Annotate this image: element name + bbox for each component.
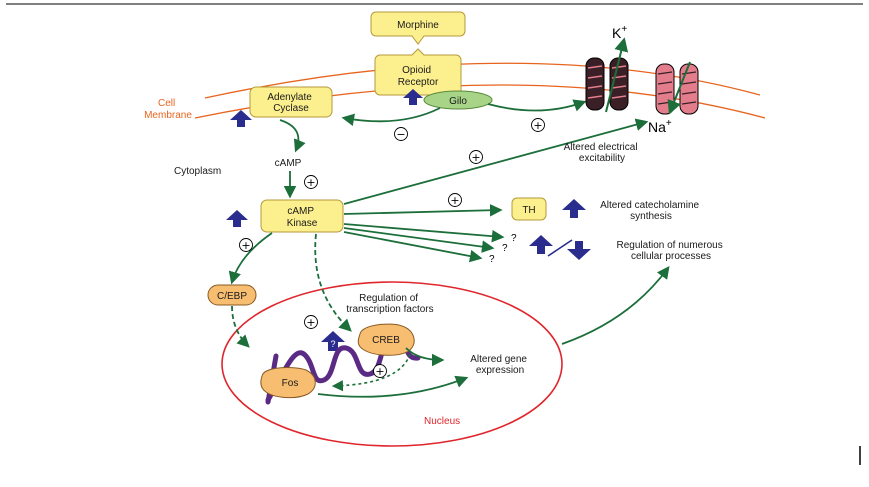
arrow-creb-to-fos-dashed	[331, 353, 411, 392]
plus-sign-creb-text: +	[306, 316, 315, 329]
cell-membrane-label: Cell Membrane	[144, 98, 192, 121]
na-channel	[655, 63, 699, 115]
up-arrow-receptor	[403, 89, 423, 105]
adenylate-cyclase-label: Adenylate Cyclase	[267, 92, 314, 114]
plus-sign-cebp	[239, 238, 253, 252]
down-arrow-regulation	[567, 241, 591, 260]
minus-sign-cyclase-text: −	[396, 128, 405, 141]
plus-sign-fos-text: +	[375, 365, 384, 378]
plus-sign-th	[448, 193, 462, 207]
cytoplasm-label: Cytoplasm	[174, 166, 221, 177]
arrow-kinase-to-q2	[343, 227, 495, 253]
question-mark-3: ?	[489, 254, 495, 265]
slash-divider	[547, 239, 573, 257]
minus-sign-cyclase	[394, 127, 408, 141]
altered-excitability-label: Altered electrical excitability	[564, 142, 641, 164]
plus-sign-camp	[304, 175, 318, 189]
fos-label: Fos	[282, 378, 299, 389]
up-arrow-th	[562, 199, 586, 218]
arrow-gilo-to-cyclase	[341, 107, 441, 126]
up-arrow-question-mark: ?	[330, 339, 335, 349]
arrow-creb-to-gene	[405, 347, 445, 367]
up-arrow-question	[321, 331, 345, 351]
k-channel	[585, 57, 629, 111]
th-label: TH	[522, 205, 535, 216]
morphine-box	[370, 11, 466, 45]
arrow-cyclase-to-camp	[279, 119, 306, 153]
plus-sign-excitability-text: +	[471, 151, 480, 164]
plus-sign-excitability	[469, 150, 483, 164]
up-arrow-regulation	[529, 235, 553, 254]
plus-sign-th-text: +	[450, 194, 459, 207]
cebp-label: C/EBP	[217, 291, 247, 302]
gilo-label: Gilo	[449, 96, 467, 107]
cebp-box	[207, 284, 257, 306]
creb-protein	[357, 323, 415, 356]
arrow-kinase-to-cebp	[228, 232, 273, 285]
arrow-kinase-to-th	[343, 203, 503, 217]
camp-kinase-box	[260, 199, 344, 233]
morphine-label: Morphine	[397, 20, 439, 31]
plus-sign-camp-text: +	[306, 176, 315, 189]
k-ion-label: K+	[612, 24, 627, 41]
gilo-protein	[423, 90, 493, 110]
plus-sign-fos	[373, 364, 387, 378]
arrow-na-influx	[667, 61, 691, 115]
adenylate-cyclase-box	[249, 86, 333, 118]
na-ion-label: Na+	[648, 118, 672, 135]
th-box	[511, 197, 547, 221]
camp-kinase-label: cAMP Kinase	[287, 206, 318, 229]
altered-gene-label: Altered gene expression	[470, 354, 530, 376]
altered-catecholamine-label: Altered catecholamine synthesis	[600, 200, 702, 222]
creb-label: CREB	[372, 335, 400, 346]
arrow-gilo-to-k	[487, 99, 587, 112]
opioid-receptor-label: Opioid Receptor	[398, 65, 439, 88]
camp-label: cAMP	[275, 158, 302, 169]
question-mark-2: ?	[502, 243, 508, 254]
regulation-tf-label: Regulation of transcription factors	[346, 293, 433, 315]
fos-protein	[260, 367, 316, 399]
arrow-kinase-to-excitability	[343, 118, 649, 205]
arrow-gene-to-regulation	[561, 265, 670, 345]
arrow-fos-to-gene	[317, 375, 469, 398]
arrow-kinase-to-q1	[343, 223, 505, 243]
nucleus-label: Nucleus	[424, 416, 460, 427]
plus-sign-k-text: +	[533, 119, 542, 132]
up-arrow-kinase	[226, 210, 248, 227]
regulation-numerous-label: Regulation of numerous cellular processe…	[617, 240, 726, 262]
nucleus-membrane	[221, 281, 563, 447]
question-mark-1: ?	[511, 233, 517, 244]
arrow-cebp-to-fos	[231, 305, 250, 348]
arrow-kinase-to-creb	[314, 233, 352, 332]
plus-sign-cebp-text: +	[241, 239, 250, 252]
arrow-k-efflux	[605, 37, 629, 113]
arrow-kinase-to-q3	[343, 231, 483, 263]
up-arrow-adenylate	[230, 110, 252, 127]
plus-sign-k	[531, 118, 545, 132]
plus-sign-creb	[304, 315, 318, 329]
